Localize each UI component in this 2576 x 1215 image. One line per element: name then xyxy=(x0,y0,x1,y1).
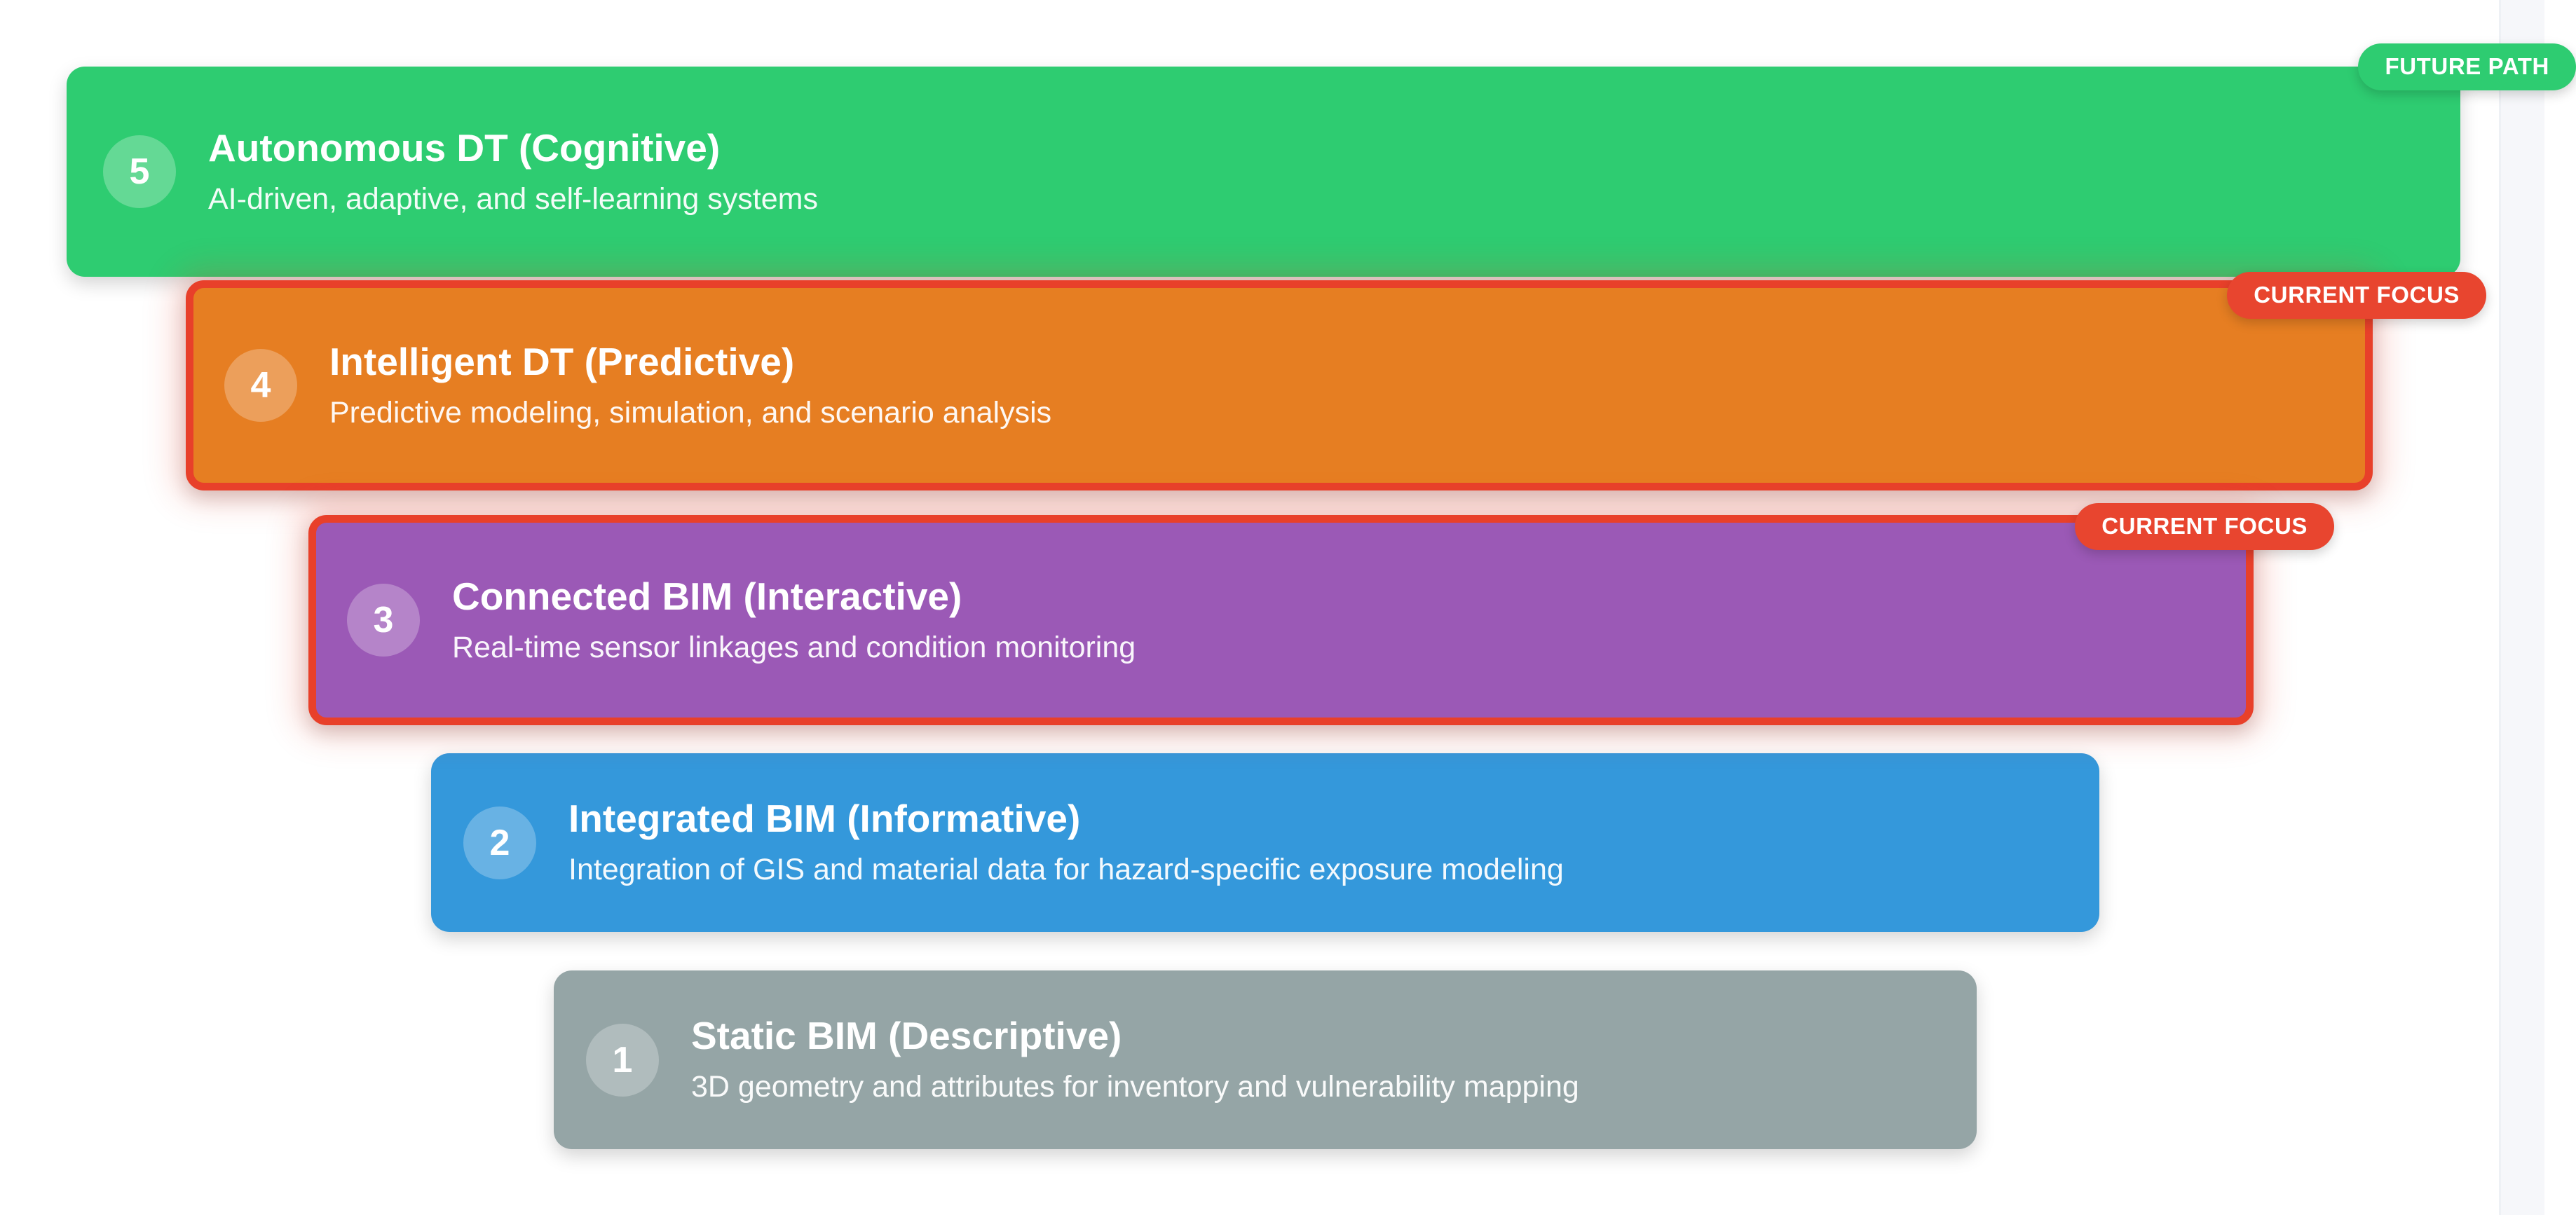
level-subtitle-4: Predictive modeling, simulation, and sce… xyxy=(329,395,1052,430)
current-focus-badge-level-3: CURRENT FOCUS xyxy=(2075,503,2334,550)
level-title-4: Intelligent DT (Predictive) xyxy=(329,339,795,383)
level-subtitle-3: Real-time sensor linkages and condition … xyxy=(452,630,1136,664)
level-number-badge-3: 3 xyxy=(347,584,420,657)
level-text-5: Autonomous DT (Cognitive) AI-driven, ada… xyxy=(208,126,846,217)
level-title-2: Integrated BIM (Informative) xyxy=(568,797,1081,841)
level-subtitle-2: Integration of GIS and material data for… xyxy=(568,853,1564,887)
maturity-level-3[interactable]: 3 Connected BIM (Interactive) Real-time … xyxy=(308,515,2254,725)
level-title-1: Static BIM (Descriptive) xyxy=(691,1014,1122,1058)
level-subtitle-1: 3D geometry and attributes for inventory… xyxy=(691,1070,1579,1104)
level-text-2: Integrated BIM (Informative) Integration… xyxy=(568,797,1592,888)
maturity-level-4[interactable]: 4 Intelligent DT (Predictive) Predictive… xyxy=(186,280,2373,490)
level-title-5: Autonomous DT (Cognitive) xyxy=(208,125,721,170)
level-text-4: Intelligent DT (Predictive) Predictive m… xyxy=(329,340,1079,431)
level-number-badge-5: 5 xyxy=(103,135,176,208)
maturity-level-1[interactable]: 1 Static BIM (Descriptive) 3D geometry a… xyxy=(554,970,1977,1149)
panel-edge-line xyxy=(2499,0,2501,1215)
level-text-1: Static BIM (Descriptive) 3D geometry and… xyxy=(691,1014,1607,1105)
maturity-level-5[interactable]: 5 Autonomous DT (Cognitive) AI-driven, a… xyxy=(67,67,2460,277)
maturity-level-2[interactable]: 2 Integrated BIM (Informative) Integrati… xyxy=(431,753,2099,932)
level-number-badge-4: 4 xyxy=(224,349,297,422)
current-focus-badge-level-4: CURRENT FOCUS xyxy=(2227,272,2486,319)
level-text-3: Connected BIM (Interactive) Real-time se… xyxy=(452,575,1164,666)
level-subtitle-5: AI-driven, adaptive, and self-learning s… xyxy=(208,181,818,216)
level-title-3: Connected BIM (Interactive) xyxy=(452,574,962,618)
level-number-badge-2: 2 xyxy=(463,806,536,879)
panel-right-edge xyxy=(2501,0,2544,1215)
level-number-badge-1: 1 xyxy=(586,1023,659,1097)
future-path-badge: FUTURE PATH xyxy=(2358,43,2576,90)
